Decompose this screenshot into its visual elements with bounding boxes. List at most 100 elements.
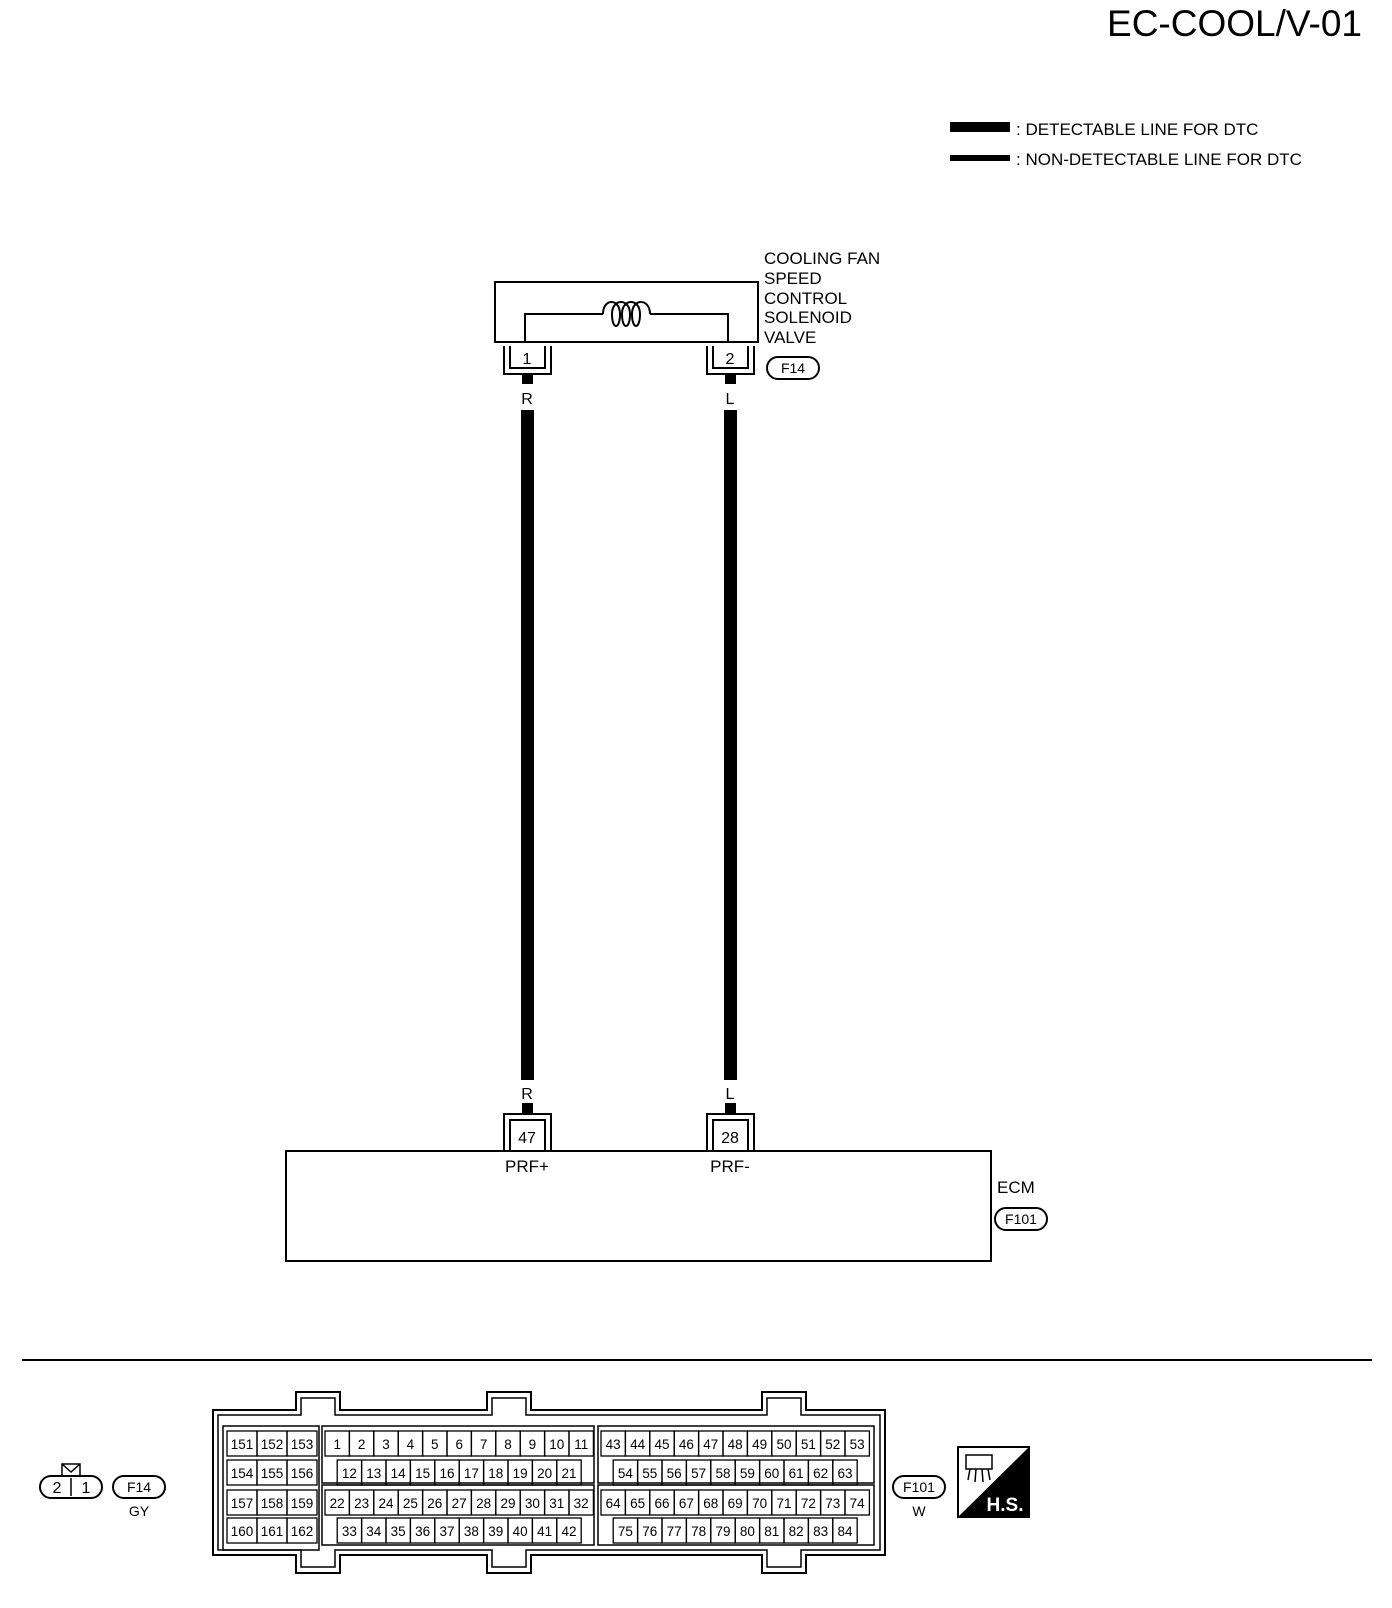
f14-face-pin-2: 2: [53, 1480, 62, 1497]
f101-block-c-cavity-74: [844, 1489, 871, 1516]
solenoid-pin-1: 1: [523, 351, 532, 368]
f101-block-b-pin-label-42: 42: [561, 1524, 576, 1539]
f101-block-b-pin-label-4: 4: [407, 1437, 415, 1452]
f14-view-color: GY: [129, 1503, 150, 1519]
wire-r-top-color-label: R: [521, 391, 533, 408]
f101-block-a-cavity-159: [286, 1489, 318, 1516]
f101-block-a-pin-label-161: 161: [261, 1524, 284, 1539]
f101-block-c-pin-label-54: 54: [618, 1466, 634, 1481]
f101-block-b-cavity-42: [556, 1517, 582, 1544]
wire-r-top-stub: [522, 374, 533, 384]
f101-block-b-cavity-32: [568, 1489, 595, 1516]
f101-block-c-pin-label-63: 63: [837, 1466, 852, 1481]
f101-block-c-pin-label-81: 81: [764, 1524, 779, 1539]
f101-block-b-pin-label-33: 33: [342, 1524, 357, 1539]
f101-block-a-pin-label-151: 151: [231, 1437, 254, 1452]
f101-block-b-pin-label-37: 37: [439, 1524, 454, 1539]
solenoid-name-line-2: SPEED: [764, 269, 822, 288]
f101-block-b-pin-label-19: 19: [513, 1466, 528, 1481]
f101-block-c-pin-label-49: 49: [752, 1437, 767, 1452]
f14-face-outline: [39, 1475, 103, 1499]
legend-detectable-line-swatch: [950, 122, 1010, 132]
f101-block-c-pin-label-65: 65: [630, 1496, 645, 1511]
ecm-signal-prf-plus: PRF+: [505, 1157, 549, 1176]
wire-l-line: [724, 410, 737, 1080]
f101-block-c-pin-label-69: 69: [728, 1496, 743, 1511]
f101-view-id: F101: [903, 1479, 935, 1495]
solenoid-pin-2: 2: [726, 351, 735, 368]
ecm-connector-id: F101: [1005, 1211, 1037, 1227]
f101-block-c-pin-label-77: 77: [667, 1524, 682, 1539]
f101-block-b-pin-label-14: 14: [391, 1466, 407, 1481]
solenoid-name-line-1: COOLING FAN: [764, 249, 880, 268]
f101-block-a-cavity-162: [286, 1517, 318, 1544]
wire-l-top-color-label: L: [726, 391, 735, 408]
ecm-terminal-28-outer: [706, 1113, 755, 1150]
f101-block-c-pin-label-60: 60: [764, 1466, 779, 1481]
ecm-terminal-47-outer: [503, 1113, 552, 1150]
f101-block-a-pin-label-160: 160: [231, 1524, 254, 1539]
f101-block-c-pin-label-44: 44: [630, 1437, 646, 1452]
legend-nondetectable-line-swatch: [950, 155, 1010, 161]
f101-block-a-cavity-156: [286, 1459, 318, 1486]
f101-block-c-pin-label-51: 51: [801, 1437, 816, 1452]
f14-connector-view: 2 1 F14 GY: [39, 1463, 166, 1519]
wire-l-top-stub: [725, 374, 736, 384]
f14-face-pin-1: 1: [82, 1480, 91, 1497]
f14-latch-icon: [61, 1463, 81, 1476]
f101-block-b-pin-label-31: 31: [549, 1496, 564, 1511]
f101-block-b-pin-label-25: 25: [403, 1496, 418, 1511]
f101-block-b-pin-label-13: 13: [366, 1466, 381, 1481]
f101-block-b-pin-label-17: 17: [464, 1466, 479, 1481]
f101-block-b-pin-label-27: 27: [452, 1496, 467, 1511]
f101-block-c-pin-label-52: 52: [825, 1437, 840, 1452]
f101-block-b-pin-label-29: 29: [500, 1496, 515, 1511]
f101-block-b-pin-label-39: 39: [488, 1524, 503, 1539]
solenoid-connector-id: F14: [781, 360, 805, 376]
f101-block-b-pin-label-22: 22: [330, 1496, 345, 1511]
f101-block-b-pin-label-11: 11: [574, 1437, 588, 1452]
f101-block-b-pin-label-10: 10: [549, 1437, 564, 1452]
f101-block-b-pin-label-16: 16: [439, 1466, 454, 1481]
f101-block-b-pin-label-32: 32: [574, 1496, 589, 1511]
ecm-body: [285, 1150, 992, 1262]
f101-block-b-pin-label-34: 34: [366, 1524, 382, 1539]
f101-block-c-pin-label-46: 46: [679, 1437, 694, 1452]
wire-r-bottom-color-label: R: [521, 1086, 533, 1103]
f101-block-b-pin-label-5: 5: [431, 1437, 439, 1452]
f101-block-b-pin-label-26: 26: [427, 1496, 442, 1511]
f101-block-c-pin-label-83: 83: [813, 1524, 828, 1539]
f101-block-c-cavity-63: [832, 1459, 858, 1486]
f101-block-c-pin-label-76: 76: [642, 1524, 657, 1539]
f101-block-c-pin-label-74: 74: [850, 1496, 866, 1511]
f101-block-b-upper-frame: [321, 1425, 595, 1484]
solenoid-name-line-4: SOLENOID: [764, 308, 852, 327]
f101-block-a-frame: [222, 1425, 320, 1551]
f101-block-c-cavity-84: [832, 1517, 858, 1544]
f101-view-tag: [892, 1475, 946, 1499]
wire-l-bottom-color-label: L: [726, 1086, 735, 1103]
solenoid-name-line-3: CONTROL: [764, 289, 847, 308]
ecm-terminal-47-inner: [509, 1119, 546, 1150]
harness-side-badge: H.S.: [957, 1446, 1030, 1518]
f101-block-b-pin-label-9: 9: [529, 1437, 537, 1452]
f101-block-c-pin-label-78: 78: [691, 1524, 706, 1539]
f101-block-c-pin-label-84: 84: [837, 1524, 853, 1539]
f101-block-b-pin-label-23: 23: [354, 1496, 369, 1511]
f101-block-b-pin-label-15: 15: [415, 1466, 430, 1481]
f101-block-b-pin-label-41: 41: [537, 1524, 552, 1539]
wire-r: R R: [521, 374, 534, 1114]
f101-block-b-pin-label-7: 7: [480, 1437, 488, 1452]
f101-block-b-pin-label-2: 2: [358, 1437, 366, 1452]
f101-block-b-pin-label-12: 12: [342, 1466, 357, 1481]
ecm-pin-28: 28: [721, 1130, 739, 1147]
f101-block-c-pin-label-82: 82: [789, 1524, 804, 1539]
legend-detectable-label: : DETECTABLE LINE FOR DTC: [1016, 120, 1258, 139]
f101-block-a-pin-label-154: 154: [231, 1466, 254, 1481]
solenoid-coil-icon: [602, 301, 651, 327]
solenoid-component: COOLING FAN SPEED CONTROL SOLENOID VALVE…: [494, 249, 880, 380]
f101-block-b-pin-label-40: 40: [513, 1524, 528, 1539]
f101-block-b-pin-label-1: 1: [333, 1437, 341, 1452]
